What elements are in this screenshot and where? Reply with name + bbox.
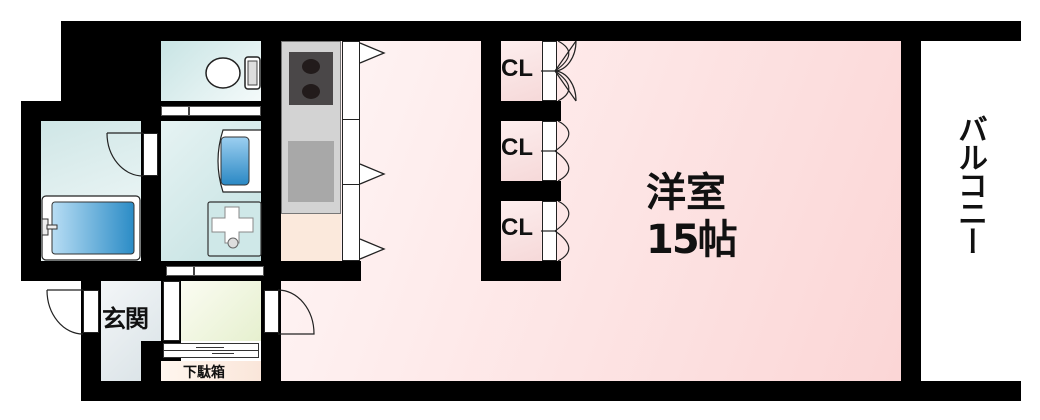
kitchen-cabinet-2[interactable] <box>342 119 360 185</box>
main-room-door-swing-arc-icon <box>277 289 315 335</box>
wall-closet-bottom <box>481 261 561 281</box>
closet-double-door-swing-icon <box>541 120 570 182</box>
closet-label: CL <box>501 134 533 161</box>
washer-drain-pan-icon <box>207 201 262 257</box>
shoe-cabinet <box>161 361 261 381</box>
closet-double-door-swing-icon <box>541 200 570 262</box>
wall-closet-spine <box>481 41 501 281</box>
entrance-label: 玄関 <box>102 305 149 333</box>
shoe-cabinet-label: 下駄箱 <box>183 365 225 381</box>
kitchen-sink <box>288 141 334 202</box>
wall-closet-divider-1 <box>481 101 561 121</box>
washer-area-floor <box>181 281 261 341</box>
wall-closet-divider-2 <box>481 181 561 201</box>
wall-balcony <box>901 21 921 401</box>
closet-double-door-swing-icon <box>541 40 577 102</box>
bathroom-door[interactable] <box>143 133 158 176</box>
closet-label: CL <box>501 214 533 241</box>
door-swing-arc-icon <box>106 132 144 177</box>
front-door[interactable] <box>83 290 99 333</box>
washroom-sliding-door[interactable] <box>166 266 264 276</box>
closet-label: CL <box>501 55 533 82</box>
cabinet-door-marker-icon <box>359 238 386 260</box>
main-room-name: 洋室 <box>646 170 726 216</box>
main-room-size: 15帖 <box>646 217 738 263</box>
front-door-swing-arc-icon <box>46 289 84 335</box>
wall-entrance-notch <box>141 341 161 381</box>
shoe-cabinet-sliding-door[interactable] <box>163 343 259 358</box>
wall-bottom <box>81 381 1021 401</box>
kitchen-cabinet-1[interactable] <box>342 41 360 120</box>
toilet-icon <box>205 56 261 90</box>
closet-1-floor <box>501 41 541 101</box>
kitchen-cabinet-3[interactable] <box>342 184 360 261</box>
wall-left-wing-top <box>21 101 161 121</box>
washer-area-door[interactable] <box>163 281 180 341</box>
sliding-door-line <box>212 353 234 354</box>
main-room-door[interactable] <box>264 290 279 333</box>
washbasin-icon <box>217 129 261 193</box>
cabinet-door-marker-icon <box>359 163 386 185</box>
bathtub-icon <box>41 195 141 261</box>
burner-icon <box>302 84 320 99</box>
sliding-door-line <box>164 350 258 351</box>
cabinet-door-marker-icon <box>359 42 386 64</box>
closet-2-floor <box>501 121 541 181</box>
wall-top <box>61 21 1021 41</box>
kitchen-counter-extension <box>281 214 341 261</box>
sliding-door-divider <box>188 107 190 115</box>
balcony-label: バルコニー <box>952 114 987 254</box>
sliding-door-divider <box>193 267 195 275</box>
toilet-sliding-door[interactable] <box>161 106 261 116</box>
wall-left-wing-side <box>21 101 41 281</box>
sliding-door-line <box>196 347 224 348</box>
burner-icon <box>302 59 320 74</box>
closet-3-floor <box>501 201 541 261</box>
main-room-floor <box>281 41 901 381</box>
wall-bath-wash-divider <box>141 101 161 281</box>
